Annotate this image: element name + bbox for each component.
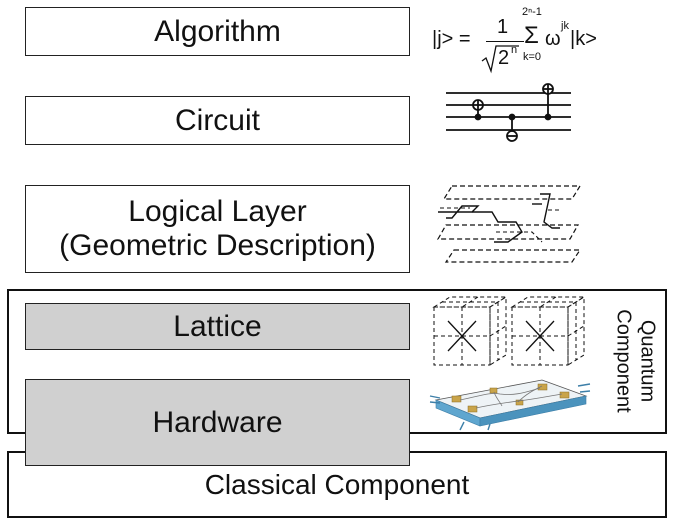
lattice-diagram [432, 296, 586, 366]
algorithm-label: Algorithm [154, 14, 281, 48]
classical-component-label: Classical Component [204, 468, 470, 500]
formula-sqrt-exponent: n [511, 44, 518, 56]
formula-lhs: |j> = [432, 28, 471, 50]
quantum-label-line1: Quantum [637, 319, 659, 403]
formula-sum-upper: 2ⁿ-1 [522, 6, 542, 18]
lattice-label: Lattice [173, 309, 262, 343]
sqrt-sign-icon [481, 45, 519, 74]
formula-sum-lower: k=0 [523, 51, 542, 63]
formula-sigma: Σ [524, 22, 539, 49]
logical-layer-sublabel: (Geometric Description) [59, 229, 376, 262]
circuit-label: Circuit [174, 103, 260, 137]
circuit-box: Circuit [25, 96, 410, 145]
algorithm-box: Algorithm [25, 7, 410, 56]
fraction-bar [486, 41, 524, 42]
geometric-description-diagram [436, 185, 582, 263]
quantum-label-line2: Component [613, 309, 635, 413]
hardware-label: Hardware [152, 405, 283, 439]
logical-layer-box: Logical Layer (Geometric Description) [25, 185, 410, 273]
quantum-component-label: Quantum Component [609, 293, 663, 429]
circuit-diagram [446, 83, 571, 142]
formula-omega-exponent: jk [561, 20, 569, 32]
formula-ket: |k> [570, 28, 597, 50]
qft-formula: |j> = 1 2 n 2ⁿ-1 Σ k=0 ω jk |k> [428, 6, 628, 74]
hardware-box: Hardware [25, 379, 410, 466]
logical-layer-label: Logical Layer [128, 195, 307, 228]
formula-sqrt-base: 2 [498, 47, 510, 69]
formula-numerator: 1 [497, 16, 509, 38]
lattice-box: Lattice [25, 303, 410, 350]
hardware-chip-image [429, 379, 591, 431]
formula-omega: ω [545, 28, 561, 50]
